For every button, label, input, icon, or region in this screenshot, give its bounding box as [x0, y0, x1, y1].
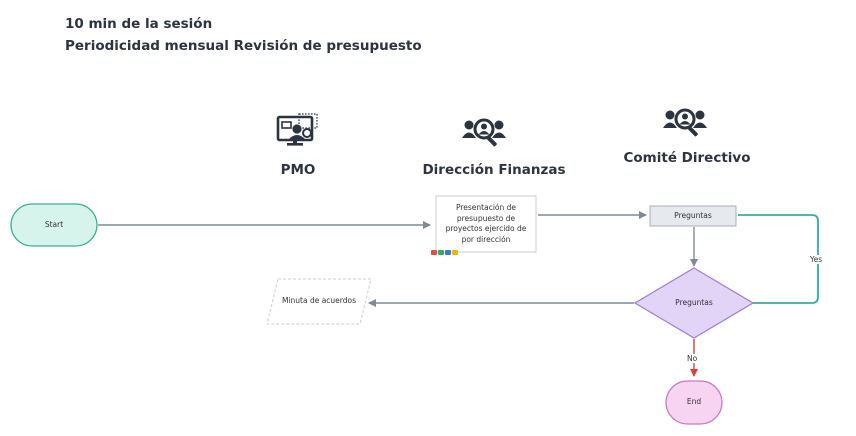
app-logo-icon	[431, 250, 458, 255]
end-node-label: End	[686, 397, 702, 407]
end-node[interactable]	[665, 380, 723, 425]
monitor-user-icon	[275, 113, 321, 153]
header-session-duration: 10 min de la sesión	[65, 16, 213, 32]
minuta-node[interactable]	[266, 278, 372, 325]
user-search-icon	[663, 106, 707, 142]
preguntas-box-label: Preguntas	[674, 210, 712, 220]
presentacion-box[interactable]	[435, 195, 537, 253]
start-node[interactable]	[10, 203, 98, 247]
lane-title-pmo: PMO	[280, 162, 316, 178]
presentacion-box-label: Presentación de presupuesto de proyectos…	[445, 203, 527, 244]
preguntas-decision-label: Preguntas	[675, 297, 713, 307]
preguntas-decision[interactable]	[633, 267, 755, 339]
minuta-node-label: Minuta de acuerdos	[281, 295, 357, 305]
header-periodicity: Periodicidad mensual Revisión de presupu…	[65, 38, 422, 54]
start-node-label: Start	[44, 219, 64, 229]
edge-decision-yes-loop	[738, 214, 819, 304]
preguntas-box[interactable]	[649, 205, 737, 227]
edge-label-yes: Yes	[809, 255, 824, 264]
edge-label-no: No	[686, 354, 699, 363]
lane-title-direccion-finanzas: Dirección Finanzas	[422, 162, 566, 178]
lane-title-comite-directivo: Comité Directivo	[623, 150, 751, 166]
user-search-icon	[462, 116, 506, 152]
